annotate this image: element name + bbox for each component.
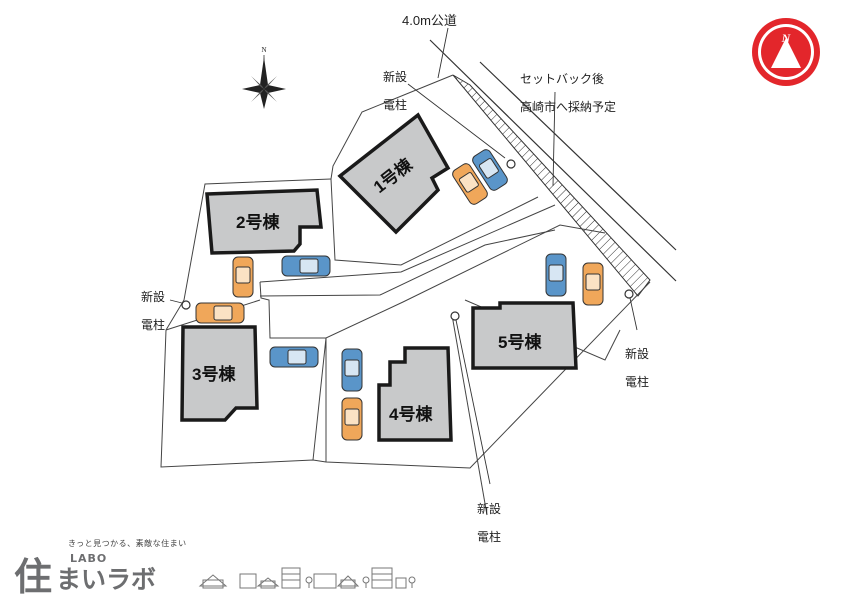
north-badge-icon: N: [752, 18, 820, 86]
pole-label-line2: 電柱: [140, 318, 165, 332]
house-label-4: 4号棟: [389, 405, 433, 424]
pole-label-line1: 新設: [624, 347, 649, 361]
car-blue: [281, 255, 331, 277]
compass-rose-icon: N: [242, 46, 286, 109]
pole-label-line1: 新設: [476, 502, 501, 516]
house-label-3: 3号棟: [192, 365, 236, 384]
building-3: [180, 325, 259, 422]
compass-north-letter: N: [261, 46, 266, 54]
pole-marker: [450, 311, 460, 321]
svg-text:N: N: [781, 31, 792, 45]
setback-strip: [452, 74, 651, 297]
setback-note-line2: 高崎市へ採納予定: [520, 100, 617, 114]
car-orange: [232, 256, 254, 298]
logo-main: まいラボ: [56, 565, 157, 594]
pole-label-line1: 新設: [140, 290, 165, 304]
house-label-5: 5号棟: [498, 333, 542, 352]
logo-labo: LABO: [70, 552, 108, 565]
pole-marker: [506, 159, 516, 169]
setback-note: セットバック後 高崎市へ採納予定: [520, 58, 650, 128]
leader-lines: [169, 27, 638, 485]
building-4: [377, 346, 453, 442]
pole-label-3: 新設 電柱: [620, 333, 654, 403]
pole-label-line2: 電柱: [382, 98, 407, 112]
car-blue: [545, 253, 567, 297]
logo-char: 住: [14, 555, 53, 599]
building-2: [205, 188, 323, 255]
car-orange: [582, 262, 604, 306]
skyline-illustration: [198, 567, 416, 589]
building-5: [471, 301, 578, 370]
pole-marker: [624, 289, 634, 299]
pole-label-line2: 電柱: [624, 375, 649, 389]
cars: [195, 149, 604, 441]
road-label: 4.0m公道: [402, 13, 457, 28]
pole-label-2: 新設 電柱: [136, 276, 170, 346]
pole-label-1: 新設 電柱: [378, 56, 412, 126]
utility-poles: [181, 159, 634, 321]
car-orange: [452, 163, 488, 205]
pole-label-line1: 新設: [382, 70, 407, 84]
driveway: [259, 229, 556, 297]
setback-note-line1: セットバック後: [520, 72, 605, 86]
car-blue: [472, 149, 508, 191]
public-road: [429, 39, 677, 282]
house-label-2: 2号棟: [236, 213, 280, 232]
pole-marker: [181, 300, 191, 310]
car-orange: [195, 302, 245, 324]
building-1: [337, 112, 451, 235]
car-orange: [341, 397, 363, 441]
car-blue: [341, 348, 363, 392]
logo-tagline: きっと見つかる、素敵な住まい: [68, 539, 187, 548]
car-blue: [269, 346, 319, 368]
pole-label-line2: 電柱: [476, 530, 501, 544]
pole-label-4: 新設 電柱: [472, 488, 506, 558]
